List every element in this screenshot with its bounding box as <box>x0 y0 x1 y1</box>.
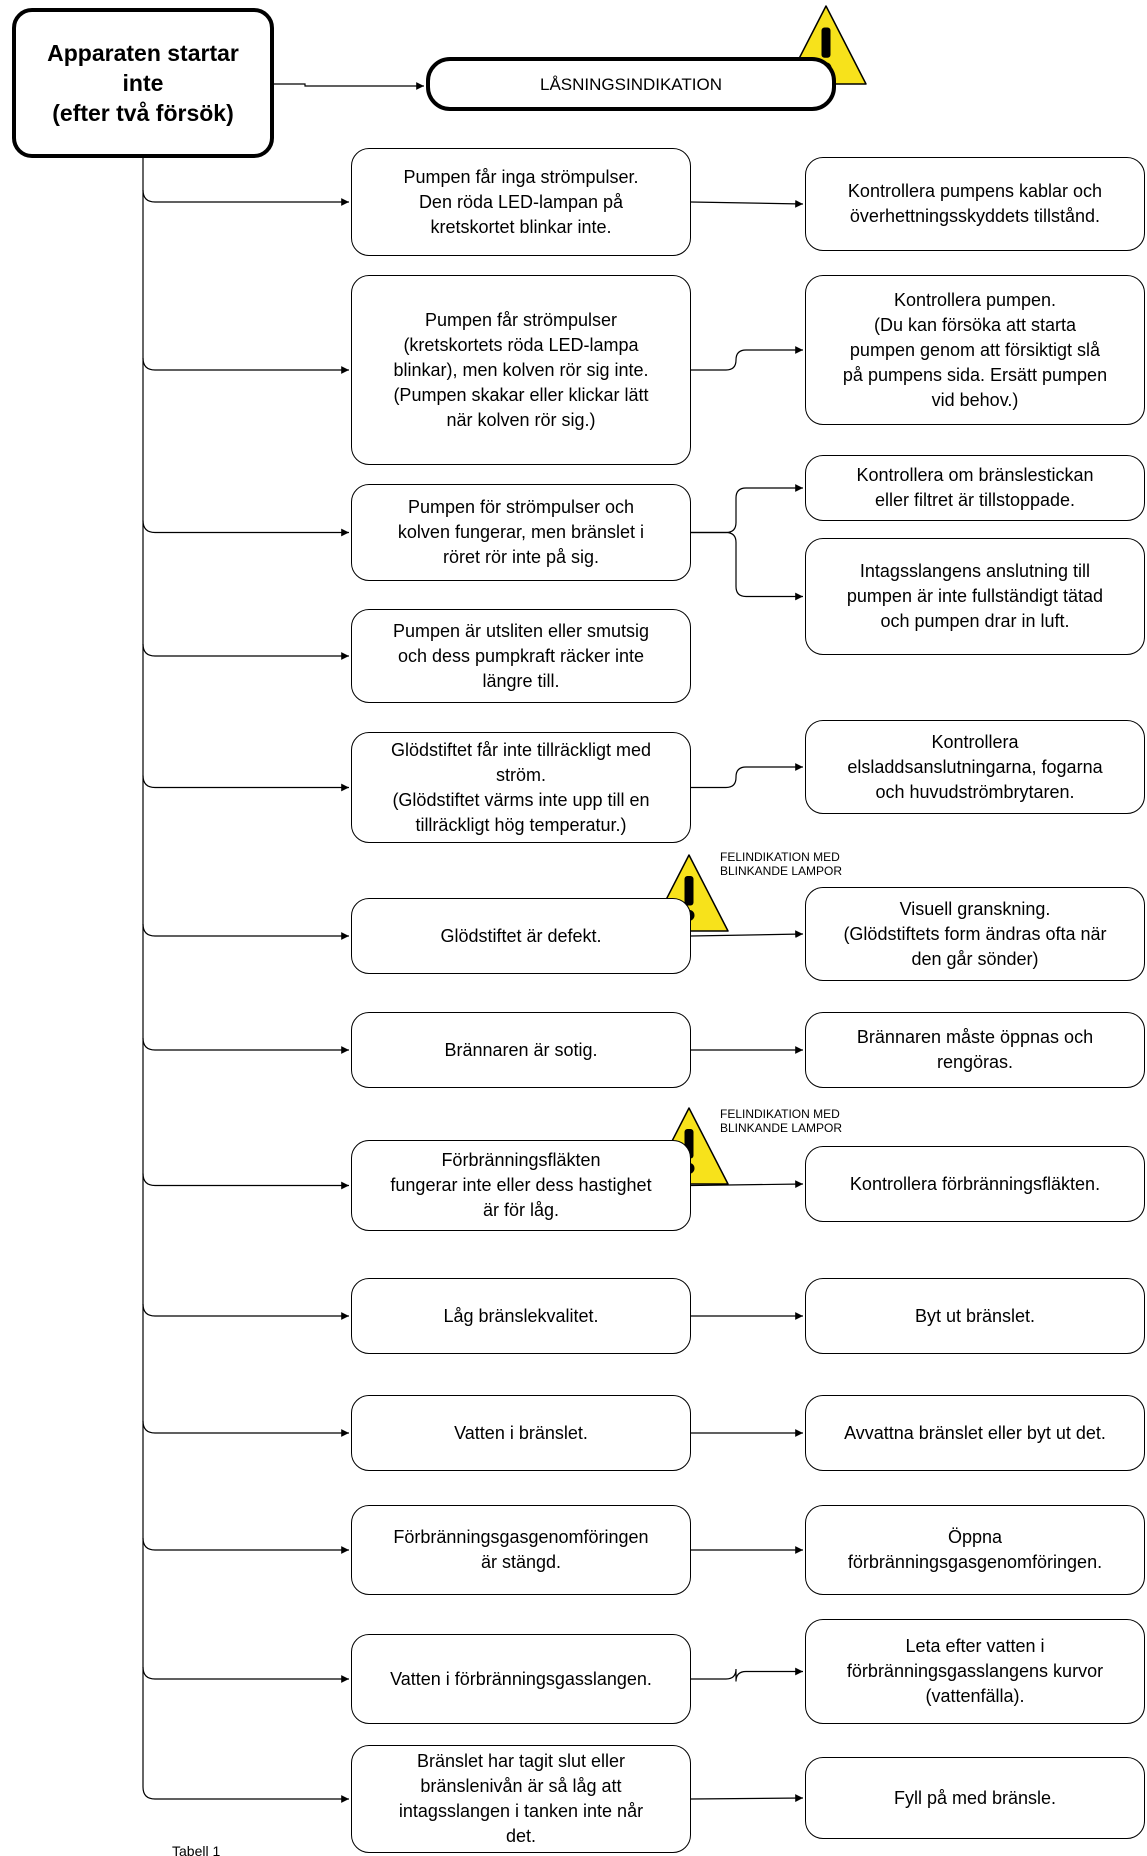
action-arrow <box>691 484 803 534</box>
action-arrow <box>691 531 803 601</box>
problem-box: Pumpen får strömpulser (kretskortets röd… <box>351 275 691 465</box>
branch-arrow <box>142 1173 349 1190</box>
action-box: Avvattna bränslet eller byt ut det. <box>805 1395 1145 1471</box>
action-arrow <box>690 930 804 939</box>
problem-box: Vatten i förbränningsgasslangen. <box>351 1634 691 1724</box>
action-box: Kontrollera elsladdsanslutningarna, foga… <box>805 720 1145 814</box>
problem-box: Pumpen är utsliten eller smutsig och des… <box>351 609 691 703</box>
branch-arrow <box>142 520 349 537</box>
action-box: Leta efter vatten i förbränningsgasslang… <box>805 1619 1145 1724</box>
branch-arrow <box>142 1666 349 1683</box>
action-arrow <box>691 1667 803 1682</box>
start-node: Apparaten startar inte (efter två försök… <box>12 8 274 158</box>
action-arrow <box>690 199 804 208</box>
branch-arrow <box>142 923 349 940</box>
start-to-lock-arrow <box>274 82 424 90</box>
action-box: Kontrollera förbränningsfläkten. <box>805 1146 1145 1222</box>
action-box: Intagsslangens anslutning till pumpen är… <box>805 538 1145 655</box>
action-arrow <box>691 346 803 371</box>
branch-arrow <box>142 1037 349 1054</box>
branch-arrow <box>142 775 349 792</box>
problem-box: Vatten i bränslet. <box>351 1395 691 1471</box>
branch-arrow <box>142 1303 349 1320</box>
action-box: Brännaren måste öppnas och rengöras. <box>805 1012 1145 1088</box>
problem-box: Pumpen får inga strömpulser. Den röda LE… <box>351 148 691 256</box>
action-arrow <box>690 1794 804 1802</box>
action-arrow <box>691 763 803 789</box>
branch-arrow <box>142 357 349 374</box>
action-arrow <box>690 1180 804 1189</box>
blinking-lamp-note: FELINDIKATION MED BLINKANDE LAMPOR <box>720 850 843 878</box>
branch-arrow <box>142 1537 349 1554</box>
action-box: Byt ut bränslet. <box>805 1278 1145 1354</box>
branch-arrow <box>142 1420 349 1437</box>
problem-box: Låg bränslekvalitet. <box>351 1278 691 1354</box>
table-caption: Tabell 1 <box>172 1843 221 1856</box>
problem-box: Glödstiftet är defekt. <box>351 898 691 974</box>
branch-arrow <box>142 1786 349 1803</box>
lock-indication-node: LÅSNINGSINDIKATION <box>426 57 836 111</box>
branch-arrow <box>142 189 349 206</box>
branch-arrow <box>142 643 349 660</box>
problem-box: Pumpen för strömpulser och kolven funger… <box>351 484 691 581</box>
action-box: Visuell granskning. (Glödstiftets form ä… <box>805 887 1145 981</box>
problem-box: Förbränningsfläkten fungerar inte eller … <box>351 1140 691 1231</box>
action-box: Fyll på med bränsle. <box>805 1757 1145 1839</box>
action-box: Kontrollera pumpen. (Du kan försöka att … <box>805 275 1145 425</box>
problem-box: Glödstiftet får inte tillräckligt med st… <box>351 732 691 843</box>
action-box: Kontrollera pumpens kablar och överhettn… <box>805 157 1145 251</box>
problem-box: Brännaren är sotig. <box>351 1012 691 1088</box>
problem-box: Förbränningsgasgenomföringen är stängd. <box>351 1505 691 1595</box>
action-box: Kontrollera om bränslestickan eller filt… <box>805 455 1145 521</box>
problem-box: Bränslet har tagit slut eller bränsleniv… <box>351 1745 691 1853</box>
action-box: Öppna förbränningsgasgenomföringen. <box>805 1505 1145 1595</box>
blinking-lamp-note: FELINDIKATION MED BLINKANDE LAMPOR <box>720 1107 843 1135</box>
